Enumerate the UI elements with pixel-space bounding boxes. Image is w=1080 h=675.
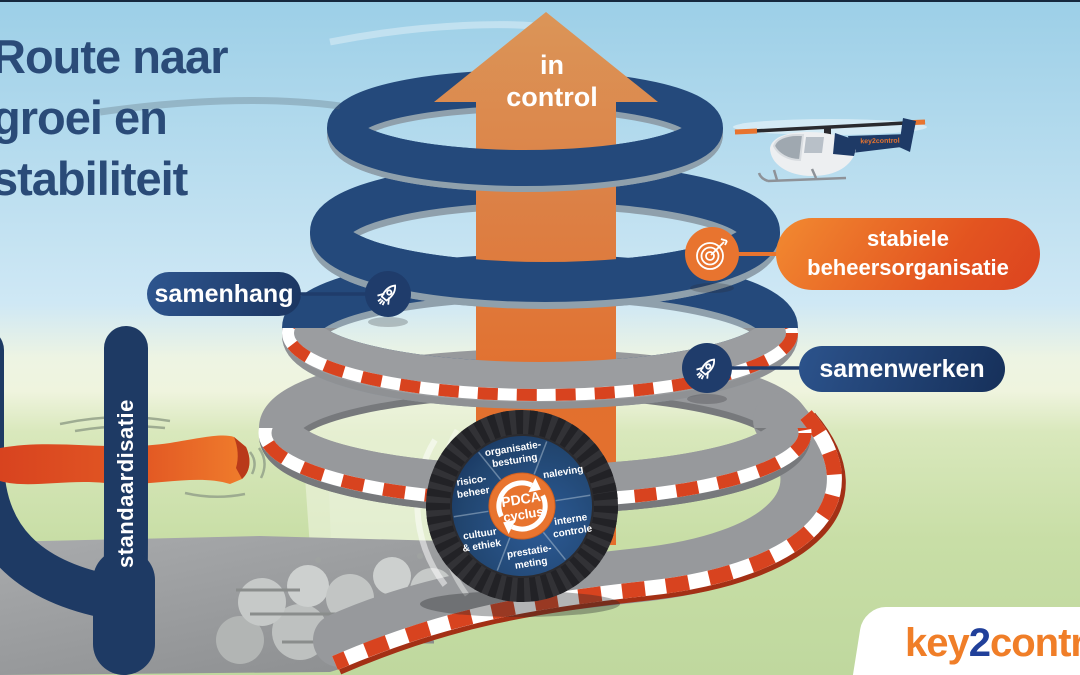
helicopter-logo: key2control (860, 138, 899, 146)
helicopter: key2control (733, 118, 927, 183)
stabiele-beheersorganisatie-badge: stabiele beheersorganisatie (776, 218, 1040, 290)
descending-track (313, 393, 846, 675)
pdca-label: PDCA (500, 488, 542, 510)
samenhang-label: samenhang (154, 279, 294, 308)
title-line-3: stabiliteit (0, 152, 188, 206)
cockpit-window (772, 134, 805, 162)
landing-skids (757, 168, 847, 183)
cyclus-label: cyclus (502, 504, 544, 525)
pdca-wheel: organisatie- besturing naleving interne … (426, 410, 618, 602)
samenwerken-label: samenwerken (819, 354, 985, 383)
logo-part-key: key (905, 621, 970, 665)
svg-text:beheer: beheer (456, 485, 490, 501)
title-line-2: groei en (0, 91, 168, 145)
tail-boom (848, 134, 910, 153)
logo-part-2: 2 (968, 621, 991, 665)
brand-card: key2control (846, 607, 1080, 675)
arrow-label-line1: in (540, 50, 564, 80)
side-window (804, 137, 824, 153)
svg-text:interne: interne (553, 512, 588, 528)
samenhang-icon-circle (365, 271, 411, 317)
samenhang-badge: samenhang (147, 272, 301, 316)
cycle-arrows-icon (496, 480, 548, 532)
key2control-logo: key2control (905, 621, 1080, 666)
arrow-label-line2: control (506, 82, 598, 112)
stabiele-icon-circle (685, 227, 739, 281)
wheel-shadow (420, 591, 620, 617)
fork-left-prong (0, 337, 127, 618)
svg-text:meting: meting (514, 556, 548, 572)
tire-tread (426, 410, 618, 602)
stabiele-label-line2: beheersorganisatie (807, 255, 1009, 280)
samenwerken-icon-circle (682, 343, 732, 393)
title-line-1: Route naar (0, 30, 228, 83)
page-title: Route naar groei en stabiliteit (0, 26, 228, 209)
rocket-icon (377, 284, 396, 306)
svg-text:cultuur: cultuur (462, 526, 497, 542)
samenwerken-badge: samenwerken (799, 346, 1005, 392)
stabiele-label-line1: stabiele (867, 226, 949, 252)
logo-part-control: control (990, 621, 1080, 665)
target-dart-icon (696, 238, 728, 270)
rocket-icon (696, 358, 715, 380)
segment-dividers (453, 441, 591, 571)
standardisation-fork: standaardisatie (0, 326, 266, 675)
fork-label: standaardisatie (113, 399, 138, 568)
top-border (0, 0, 1080, 2)
rotor-mast (824, 126, 831, 140)
svg-text:risico-: risico- (456, 473, 487, 489)
